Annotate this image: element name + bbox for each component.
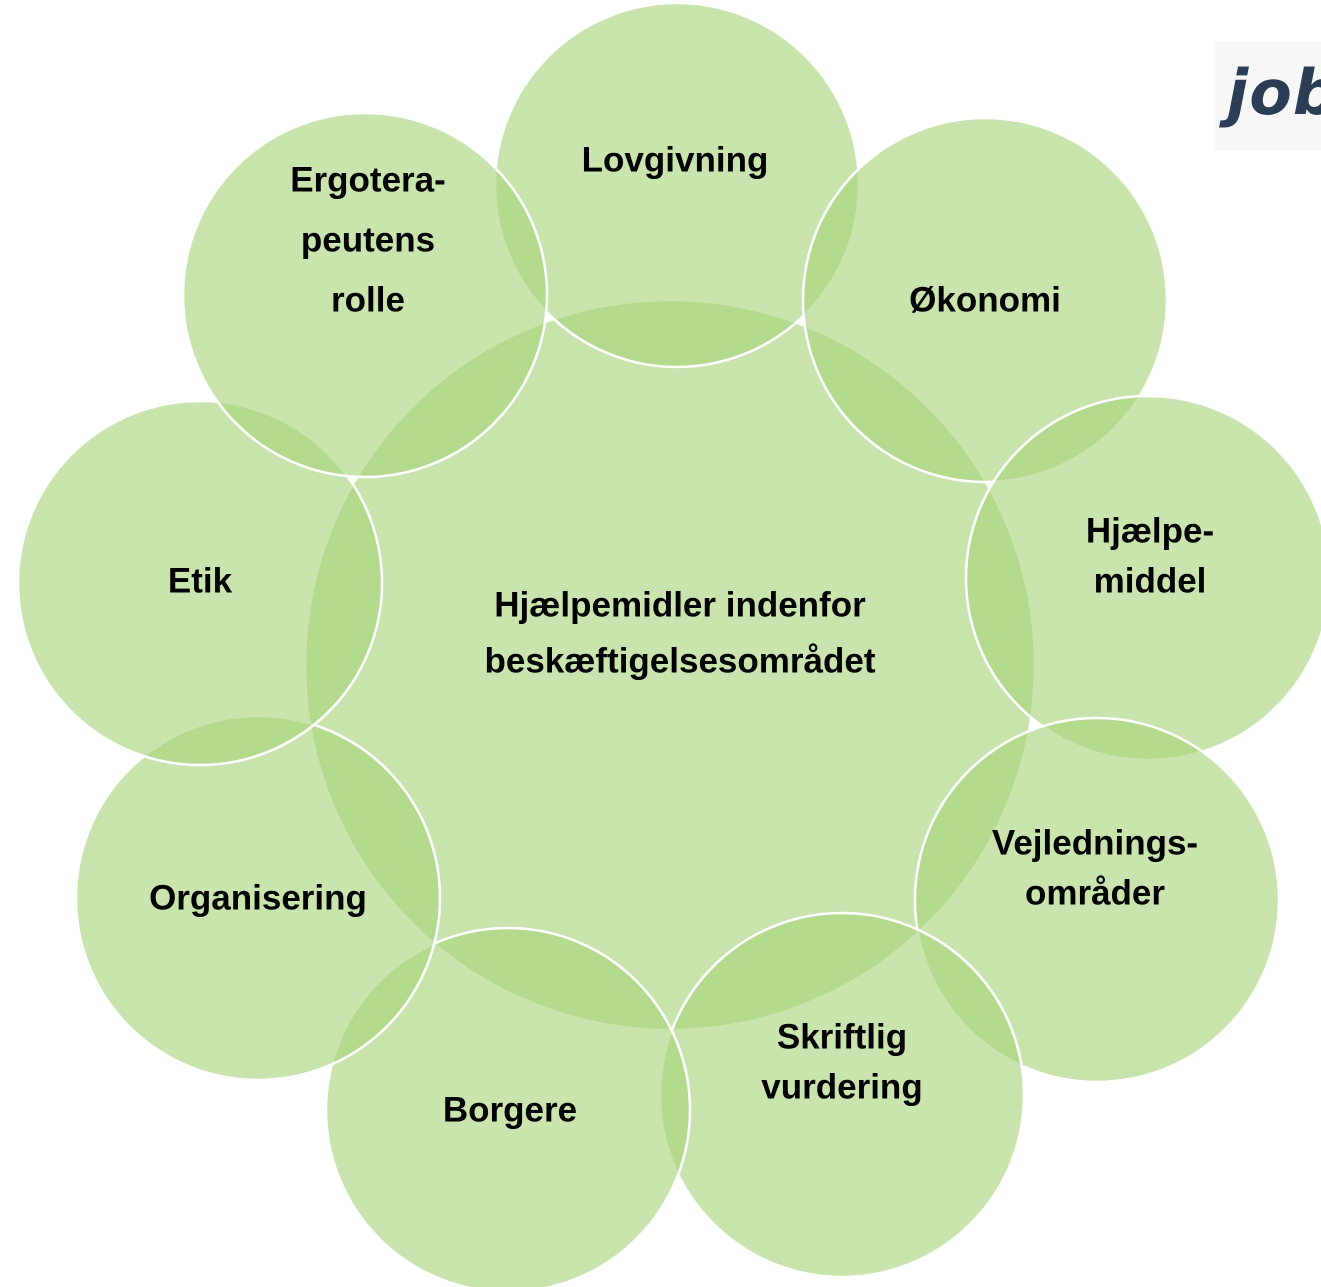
label-organisering: Organisering [149,878,367,917]
logo-text: job [1227,56,1321,129]
label-organisering-line: Organisering [149,878,367,917]
label-etik-line: Etik [168,561,233,600]
label-borgere: Borgere [443,1090,577,1129]
label-lovgivning: Lovgivning [582,140,769,179]
label-hjaelpemiddel: Hjælpe-middel [1086,511,1214,600]
circle-vejledningsomrader [913,716,1281,1084]
label-skriftlig-vurdering-line: Skriftlig [777,1017,907,1056]
diagram-circles [16,1,1321,1287]
circle-borgere [324,926,692,1287]
label-hjaelpemiddel-line: Hjælpe- [1086,511,1214,550]
circle-okonomi [801,116,1169,484]
label-etik: Etik [168,561,233,600]
circle-ergoterapeutens-rolle [181,111,549,479]
label-vejledningsomrader-line: Vejlednings- [992,823,1198,862]
center-label-line: beskæftigelsesområdet [485,641,876,680]
label-okonomi-line: Økonomi [909,280,1061,319]
diagram-labels: Hjælpemidler indenfor beskæftigelsesområd… [149,140,1214,1129]
center-label: Hjælpemidler indenfor beskæftigelsesområd… [485,585,876,680]
label-hjaelpemiddel-line: middel [1094,561,1207,600]
logo-crop: job [1215,42,1321,150]
circle-etik [16,399,384,767]
label-skriftlig-vurdering: Skriftlig vurdering [761,1017,922,1106]
label-vejledningsomrader-line: områder [1025,873,1165,912]
label-lovgivning-line: Lovgivning [582,140,769,179]
label-ergoterapeutens-rolle: Ergotera-peutens rolle [290,160,446,319]
label-okonomi: Økonomi [909,280,1061,319]
label-skriftlig-vurdering-line: vurdering [761,1067,922,1106]
label-ergoterapeutens-rolle-line: Ergotera- [290,160,446,199]
label-ergoterapeutens-rolle-line: rolle [331,280,405,319]
label-borgere-line: Borgere [443,1090,577,1129]
center-label-line: Hjælpemidler indenfor [494,585,866,624]
label-vejledningsomrader: Vejlednings-områder [992,823,1198,912]
label-ergoterapeutens-rolle-line: peutens [301,220,435,259]
